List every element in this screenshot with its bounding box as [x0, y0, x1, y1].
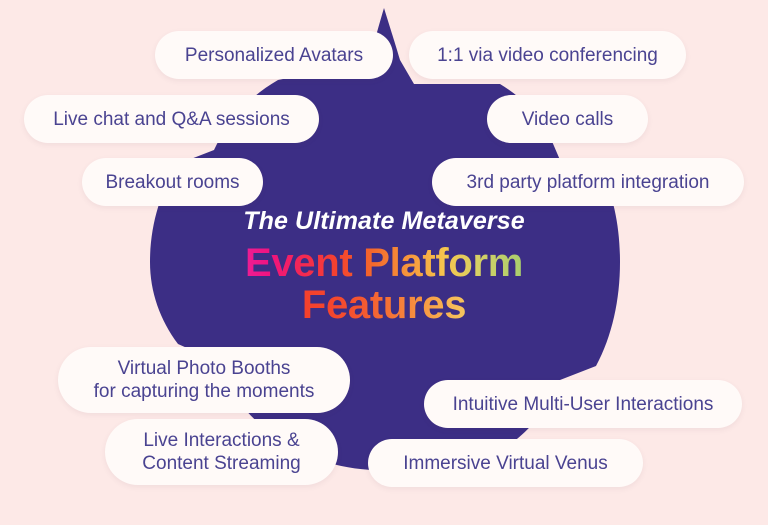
feature-pill-live-chat[interactable]: Live chat and Q&A sessions: [24, 95, 319, 143]
feature-pill-immersive-virtual-venus[interactable]: Immersive Virtual Venus: [368, 439, 643, 487]
feature-pill-multi-user-interactions[interactable]: Intuitive Multi-User Interactions: [424, 380, 742, 428]
feature-pill-3rd-party-integration[interactable]: 3rd party platform integration: [432, 158, 744, 206]
feature-pill-video-conferencing[interactable]: 1:1 via video conferencing: [409, 31, 686, 79]
feature-pill-virtual-photo-booths[interactable]: Virtual Photo Booths for capturing the m…: [58, 347, 350, 413]
feature-pill-personalized-avatars[interactable]: Personalized Avatars: [155, 31, 393, 79]
feature-pill-video-calls[interactable]: Video calls: [487, 95, 648, 143]
feature-pill-breakout-rooms[interactable]: Breakout rooms: [82, 158, 263, 206]
feature-pill-live-interactions[interactable]: Live Interactions & Content Streaming: [105, 419, 338, 485]
